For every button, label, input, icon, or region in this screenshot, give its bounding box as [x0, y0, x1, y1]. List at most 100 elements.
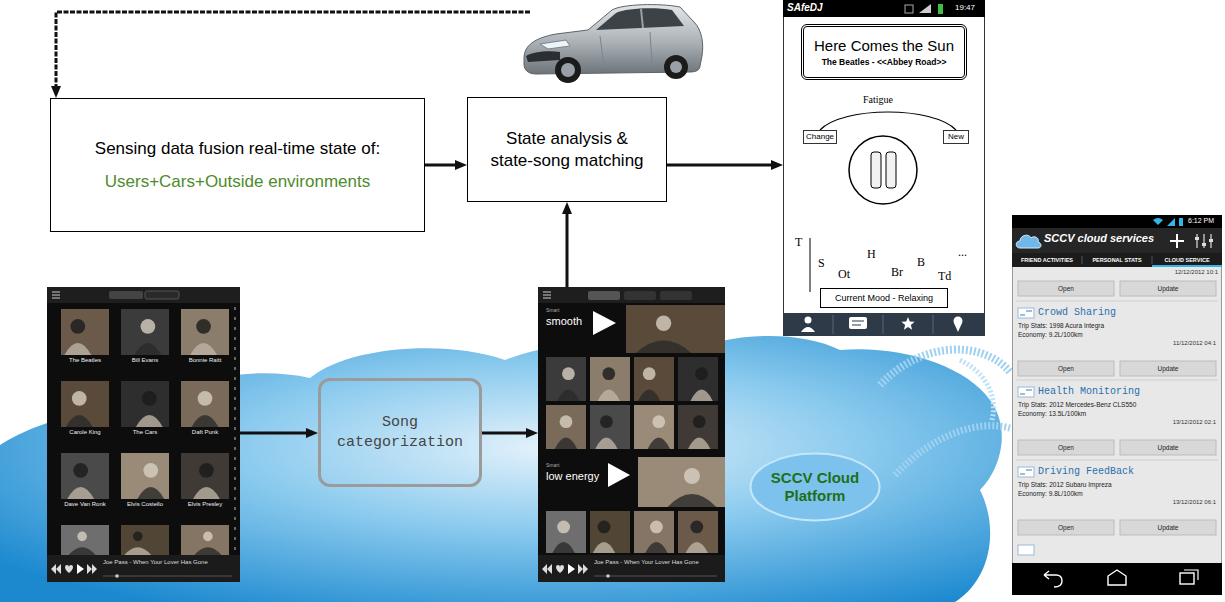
album-figure	[557, 521, 570, 534]
album-figure	[690, 521, 703, 534]
album-art	[121, 525, 169, 555]
cloud-ellipse-shape	[751, 454, 880, 521]
index-mark	[234, 497, 236, 500]
axis-letter: B	[917, 256, 925, 270]
playlist-kind: Smart	[546, 308, 559, 314]
player-bar	[47, 555, 240, 582]
play-icon	[593, 311, 616, 335]
screen-ground	[784, 1, 985, 336]
tab-pill	[588, 291, 620, 300]
now-playing: Joe Pass - When Your Lover Has Gone	[103, 559, 208, 566]
flow-arrow	[240, 432, 312, 435]
album-figure	[595, 438, 617, 449]
back-icon	[1044, 571, 1062, 587]
playlist-name: low energy	[546, 470, 599, 483]
car-door-line	[600, 32, 652, 66]
index-mark	[234, 367, 236, 370]
album-figure	[190, 343, 217, 355]
process-box: State analysis & state-song matching	[467, 97, 667, 202]
album-figure	[192, 415, 219, 427]
card-text: Trip Stats: 2012 Mercedes-Benz CLS550	[1018, 401, 1136, 408]
artist-name: Daft Punk	[173, 429, 237, 436]
phone-screen: SCCV cloud services6:12 PMFRIEND ACTIVIT…	[1012, 215, 1222, 595]
service-icon	[1020, 470, 1032, 474]
index-mark	[234, 437, 236, 440]
status-icon	[905, 5, 913, 13]
button-box: Change	[803, 130, 837, 144]
tab-bar	[1012, 253, 1222, 267]
rewind-icon	[51, 564, 61, 574]
album-figure	[64, 343, 91, 355]
artist-name: Elvis Presley	[173, 501, 237, 508]
album-figure	[686, 542, 708, 553]
tab-divider	[1082, 256, 1083, 264]
album-figure	[562, 367, 575, 380]
album-art	[590, 511, 630, 553]
date-stamp: 13/12/2012 06:1	[1112, 499, 1216, 506]
card-text: Economy: 9.8L/100km	[1018, 490, 1083, 497]
progress-knob	[115, 574, 119, 578]
screen-ground	[1013, 216, 1222, 595]
index-mark	[234, 307, 236, 310]
button-shape	[1120, 440, 1216, 455]
service-icon	[1018, 545, 1034, 555]
process-box: Song categorization	[318, 378, 482, 487]
chat-icon	[852, 321, 864, 325]
flow-arrow	[566, 208, 569, 287]
service-icon	[1018, 308, 1034, 318]
flow-arrow	[482, 432, 532, 435]
forward-icon	[87, 564, 97, 574]
album-figure	[555, 438, 577, 449]
album-figure	[652, 415, 665, 428]
recent-icon	[1184, 570, 1198, 580]
playlist-name: smooth	[546, 315, 582, 328]
album-art	[678, 511, 718, 553]
album-art	[121, 309, 169, 355]
button-label: Open	[1018, 444, 1114, 451]
card-text: Economy: 9.2L/100km	[1018, 331, 1083, 338]
album-art	[181, 309, 229, 355]
car-body	[524, 5, 703, 74]
tablet-screen: The BeatlesBill EvansBonnie RaittCarole …	[47, 287, 240, 582]
forward-icon	[578, 564, 588, 574]
album-art	[61, 309, 109, 355]
axis-letter: Ot	[838, 268, 850, 282]
tab-label: CLOUD SERVICE	[1152, 257, 1222, 263]
album-figure	[77, 532, 87, 542]
album-figure	[693, 415, 706, 428]
car-illustration	[524, 5, 703, 83]
index-mark	[234, 447, 236, 450]
index-mark	[234, 537, 236, 540]
album-art	[546, 405, 586, 449]
album-art	[678, 357, 718, 401]
phone-screen: Here Comes the SunThe Beatles - <<Abbey …	[783, 0, 985, 336]
album-figure	[133, 532, 143, 542]
box-text: Users+Cars+Outside environments	[63, 171, 412, 192]
album-art	[634, 511, 674, 553]
album-figure	[69, 547, 96, 555]
action-bar	[1012, 228, 1222, 253]
button-label: Update	[1120, 365, 1216, 372]
song-box: Here Comes the SunThe Beatles - <<Abbey …	[801, 24, 967, 80]
album-art	[61, 381, 109, 427]
button-shape	[1120, 520, 1216, 535]
song-title: Here Comes the Sun	[808, 37, 960, 55]
progress-knob	[606, 574, 610, 578]
button-shape	[1018, 440, 1114, 455]
play-circle	[849, 136, 917, 204]
car-pillar	[641, 9, 643, 28]
clock-time: 6:12 PM	[1188, 217, 1214, 225]
index-mark	[234, 407, 236, 410]
flow-arrow	[667, 164, 777, 167]
album-figure	[194, 547, 221, 555]
list-separator	[1016, 460, 1218, 461]
list-separator	[1016, 301, 1218, 302]
album-figure	[193, 487, 220, 499]
button-label: Update	[1120, 444, 1216, 451]
album-art	[638, 457, 725, 507]
index-mark	[234, 507, 236, 510]
artist-name: The Beatles	[53, 357, 117, 364]
heart-icon	[556, 565, 564, 573]
button-label: Open	[1018, 524, 1114, 531]
rewind-icon	[542, 564, 552, 574]
